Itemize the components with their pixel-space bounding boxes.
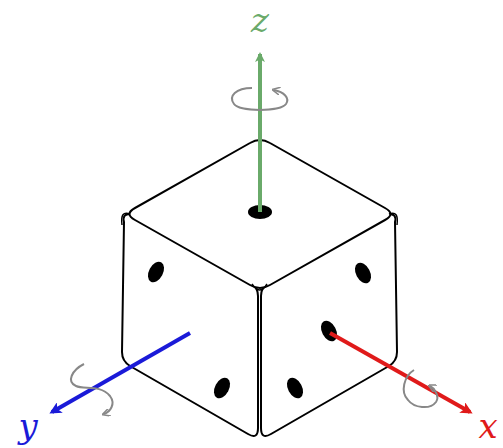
axis-label: z <box>251 3 269 37</box>
axis-label: x <box>478 409 497 443</box>
axis-label: y <box>18 409 37 443</box>
